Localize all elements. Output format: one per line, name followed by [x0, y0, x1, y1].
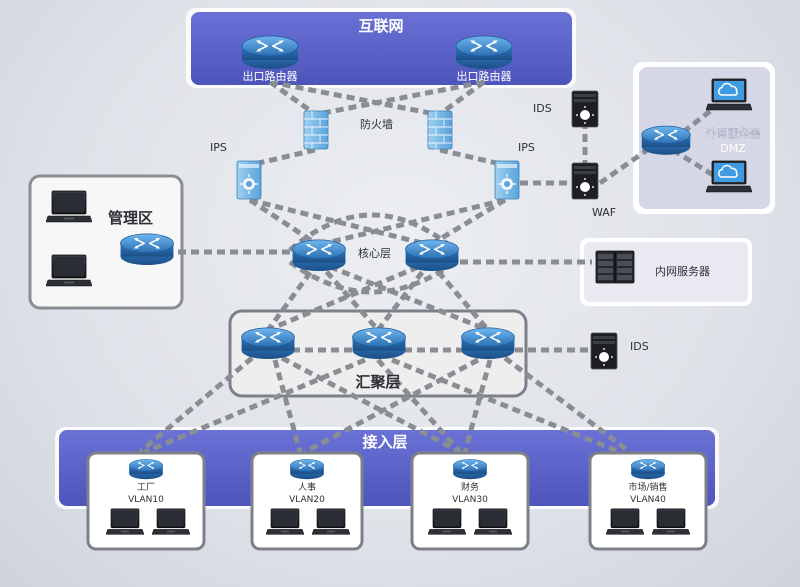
link-agg-mid-vlan30 — [376, 358, 462, 454]
link-core-right-agg-mid — [376, 260, 432, 332]
link-agg-left-vlan20 — [272, 359, 303, 453]
link-core-arc-top — [288, 212, 457, 252]
management-laptop-bottom-icon — [46, 254, 92, 287]
firewall-left-icon — [303, 110, 329, 150]
ips-right-icon — [494, 160, 520, 200]
agg-switch-left-icon — [240, 327, 296, 360]
link-agg-left-vlan30 — [280, 355, 462, 455]
link-agg-left-vlan10 — [138, 356, 254, 454]
link-firewall-right-ips-right — [439, 147, 506, 168]
management-laptop-top-icon — [46, 190, 92, 223]
link-core-left-agg-mid — [316, 260, 380, 332]
vlan-10-box: 工厂 VLAN10 — [86, 451, 206, 551]
exit-router-left-icon — [241, 35, 299, 70]
vlan-20-name: 人事 — [298, 481, 316, 493]
vlan-30-laptop-right-icon — [474, 508, 512, 535]
vlan-40-box: 市场/销售 VLAN40 — [588, 451, 708, 551]
vlan-20-laptop-right-icon — [312, 508, 350, 535]
vlan-30-id: VLAN30 — [452, 495, 488, 505]
vlan-20-switch-icon — [289, 458, 325, 480]
exit-router-right-label: 出口路由器 — [457, 69, 512, 83]
vlan-40-laptop-right-icon — [652, 508, 690, 535]
waf-icon — [571, 162, 599, 200]
ids-agg-icon — [590, 332, 618, 370]
link-agg-right-vlan40 — [503, 356, 632, 454]
dmz-server-top-icon — [706, 78, 752, 111]
link-agg-right-vlan30 — [462, 359, 493, 453]
vlan-40-id: VLAN40 — [630, 495, 666, 505]
dmz-server-bottom-icon — [706, 160, 752, 193]
link-core-left-agg-left — [265, 260, 321, 332]
link-router-left-firewall-right — [269, 79, 436, 117]
network-links — [138, 79, 720, 455]
access-label: 接入层 — [362, 433, 407, 451]
core-switch-right-icon — [404, 239, 460, 272]
vlan-40-laptop-left-icon — [606, 508, 644, 535]
vlan-30-switch-icon — [452, 458, 488, 480]
vlan-10-laptop-right-icon — [152, 508, 190, 535]
vlan-20-id: VLAN20 — [289, 495, 325, 505]
access-zone — [55, 427, 719, 509]
core-switch-left-icon — [291, 239, 347, 272]
vlan-40-name: 市场/销售 — [628, 481, 667, 493]
dmz-router-icon — [641, 125, 691, 156]
vlan-10-switch-icon — [128, 458, 164, 480]
intranet-server-icon — [595, 250, 635, 284]
core-label: 核心层 — [358, 246, 391, 260]
link-router-right-firewall-left — [317, 79, 485, 117]
link-router-right-firewall-right — [438, 79, 486, 117]
ids-top-icon — [571, 90, 599, 128]
vlan-30-name: 财务 — [461, 481, 479, 493]
ips-left-icon — [236, 160, 262, 200]
waf-label: WAF — [592, 206, 616, 219]
vlan-20-box: 人事 VLAN20 — [250, 451, 364, 551]
link-waf-dmz — [598, 145, 652, 186]
agg-switch-right-icon — [460, 327, 516, 360]
link-agg-mid-vlan40 — [391, 357, 621, 455]
link-agg-right-vlan20 — [303, 357, 480, 455]
link-core-right-agg-right — [428, 260, 490, 332]
link-dmz-server-bottom — [671, 147, 720, 181]
link-ips-left-core-left — [248, 197, 320, 248]
ids-agg-label: IDS — [630, 340, 649, 353]
vlan-30-box: 财务 VLAN30 — [410, 451, 530, 551]
ids-top-label: IDS — [533, 102, 552, 115]
exit-router-right-icon — [455, 35, 513, 70]
ips-left-label: IPS — [210, 141, 227, 154]
firewall-label: 防火墙 — [360, 117, 393, 131]
management-label: 管理区 — [108, 209, 153, 227]
vlan-10-id: VLAN10 — [128, 495, 164, 505]
vlan-10-laptop-left-icon — [106, 508, 144, 535]
link-dmz-server-top — [671, 103, 720, 142]
link-router-left-firewall-left — [268, 79, 317, 117]
firewall-right-icon — [427, 110, 453, 150]
link-core-right-agg-left — [267, 259, 431, 333]
link-ips-right-core-right — [428, 197, 507, 248]
vlan-20-laptop-left-icon — [266, 508, 304, 535]
link-agg-mid-vlan10 — [144, 357, 366, 455]
agg-switch-mid-icon — [351, 327, 407, 360]
dmz-label-line2: DMZ — [720, 142, 746, 155]
management-switch-icon — [119, 233, 175, 266]
internet-title: 互联网 — [358, 17, 403, 35]
vlan-10-name: 工厂 — [137, 482, 155, 493]
vlan-30-laptop-left-icon — [428, 508, 466, 535]
exit-router-left-label: 出口路由器 — [243, 69, 298, 83]
intranet-server-label: 内网服务器 — [655, 264, 710, 278]
dmz-label-line1: 外网服务器 — [706, 127, 761, 140]
vlan-40-switch-icon — [630, 458, 666, 480]
ips-right-label: IPS — [518, 141, 535, 154]
aggregation-label: 汇聚层 — [355, 373, 400, 391]
